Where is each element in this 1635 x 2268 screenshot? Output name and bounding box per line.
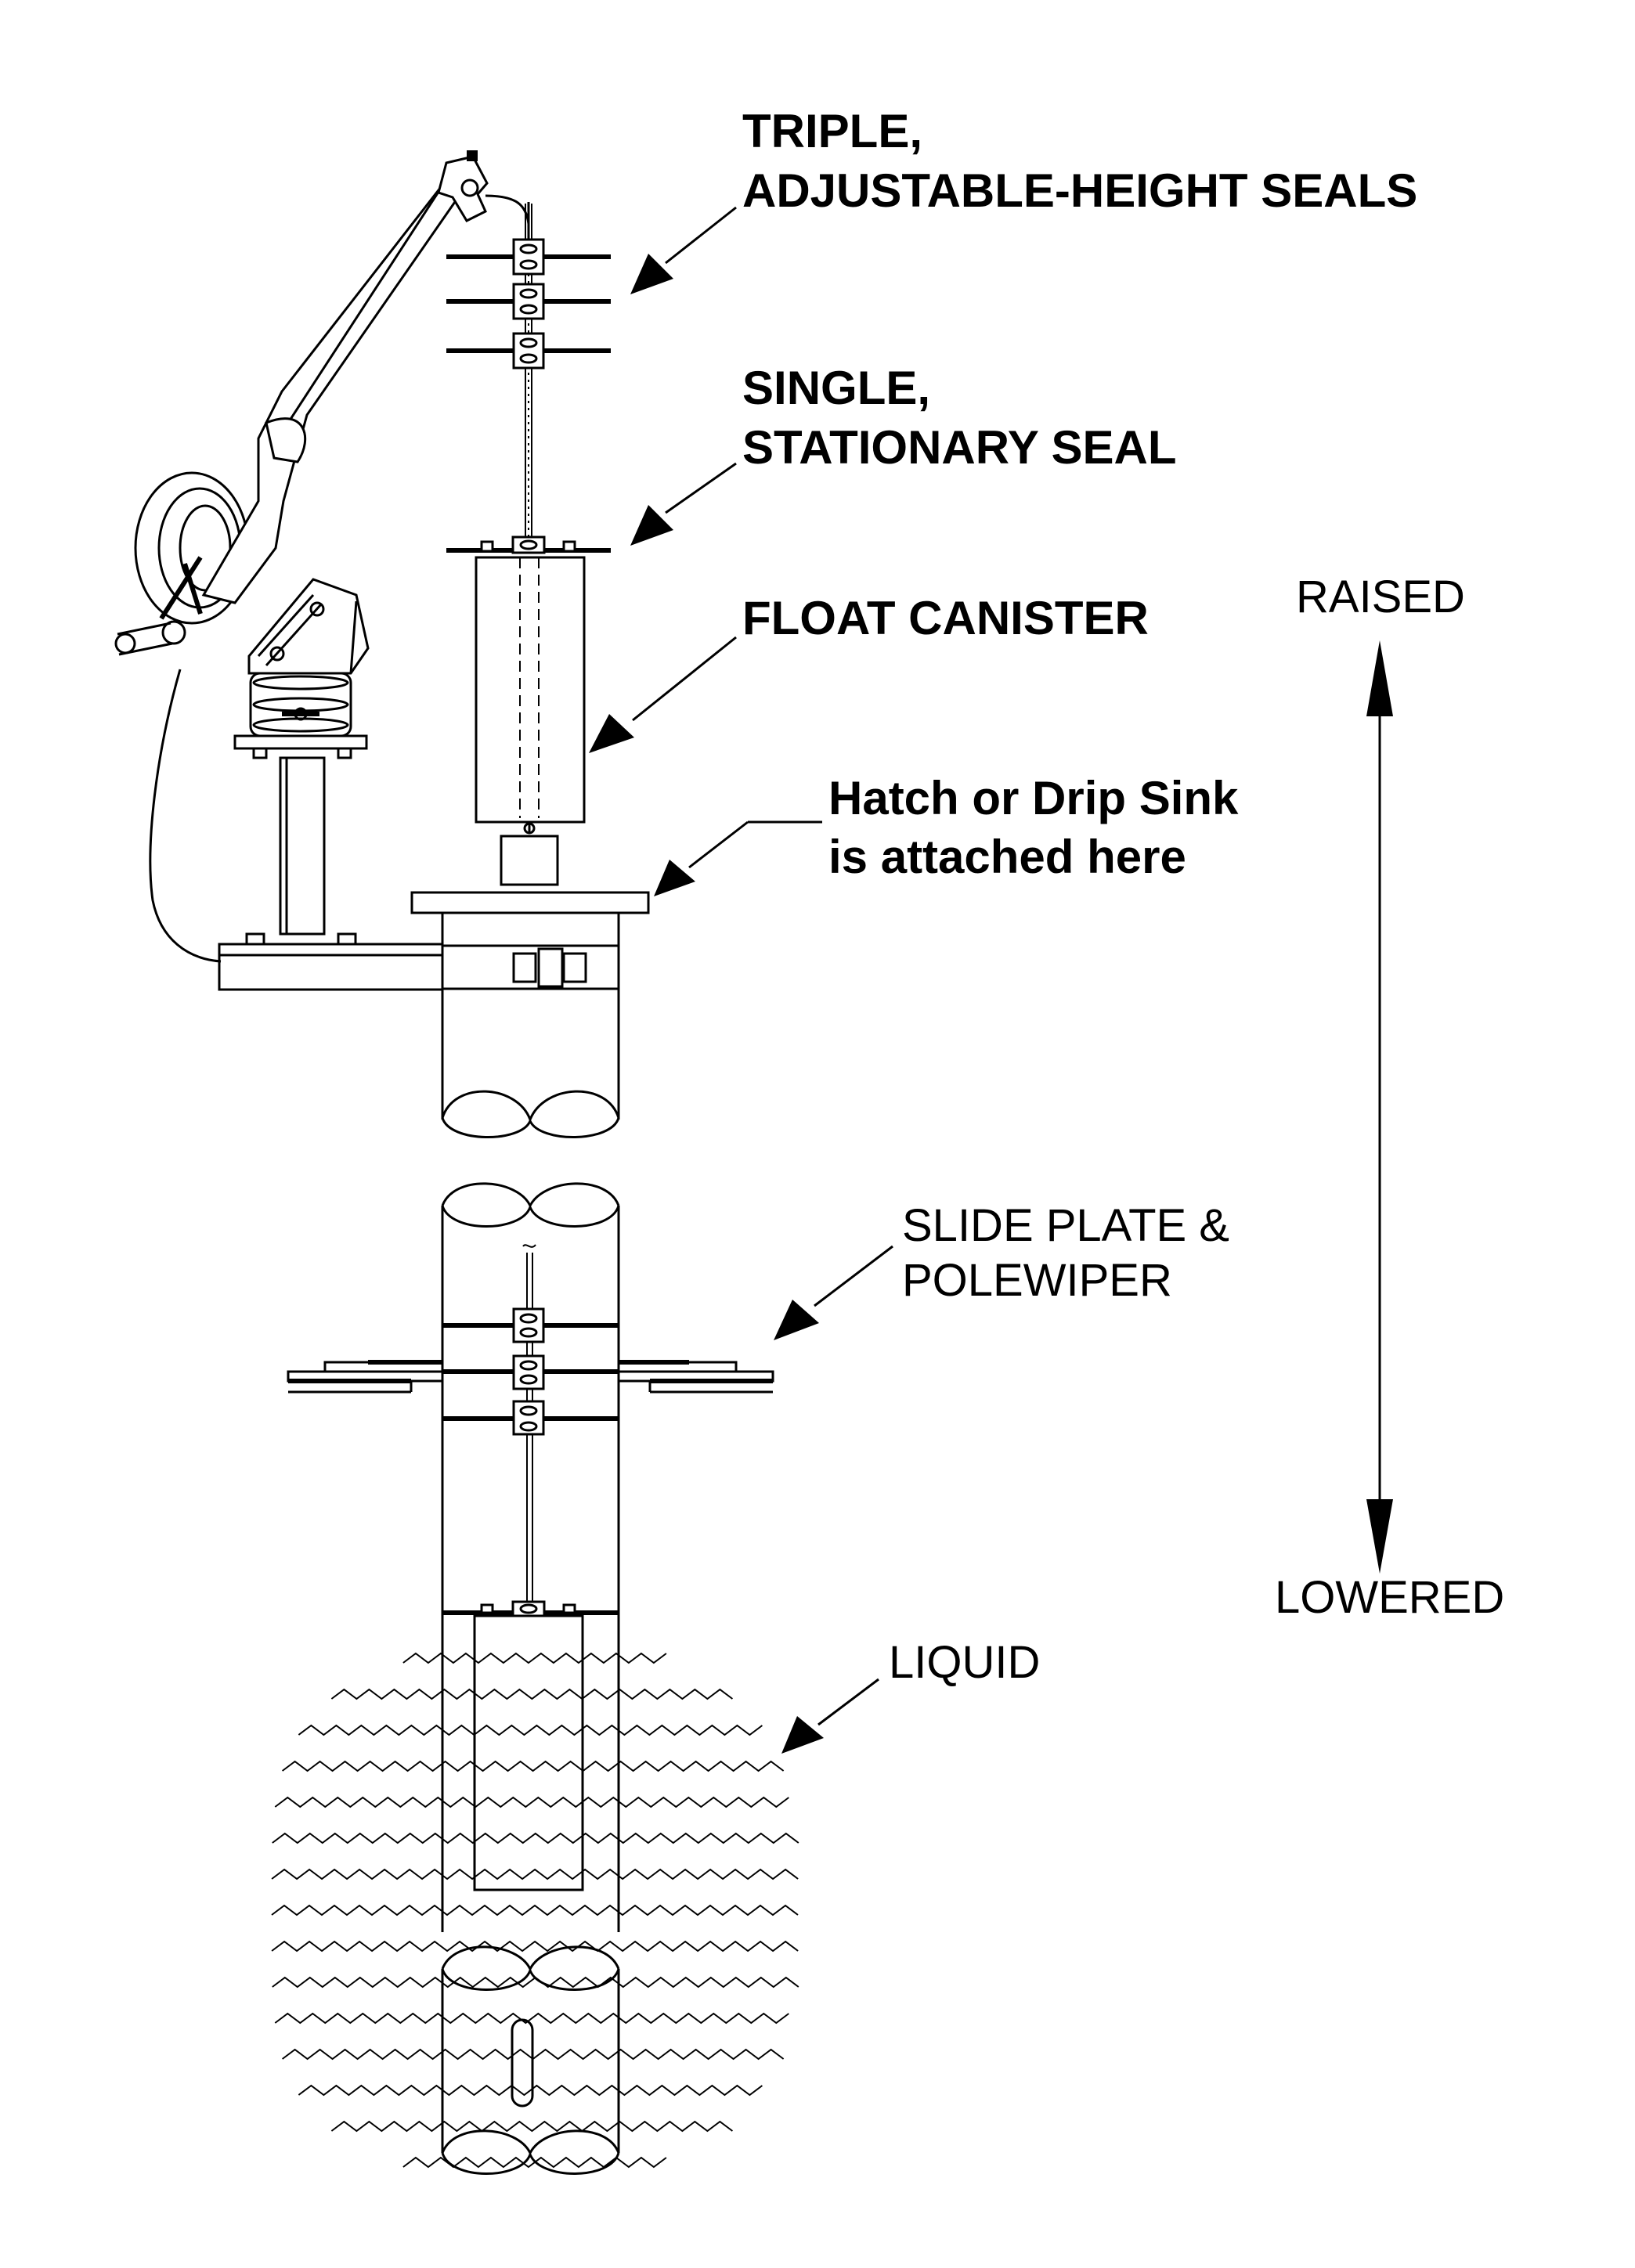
lowered-seal <box>442 1400 619 1436</box>
float-lowered <box>442 1600 619 1891</box>
label-raised: RAISED <box>1296 572 1465 622</box>
boom-arm <box>201 150 530 604</box>
svg-text:STATIONARY SEAL: STATIONARY SEAL <box>742 421 1176 474</box>
arrow-pointer-icon <box>589 636 737 753</box>
svg-text:is attached here: is attached here <box>828 831 1186 883</box>
triple-seal <box>446 332 611 370</box>
liquid-wave <box>271 1940 799 1952</box>
svg-text:ADJUSTABLE-HEIGHT SEALS: ADJUSTABLE-HEIGHT SEALS <box>742 164 1417 217</box>
arrow-pointer-icon <box>774 1245 893 1340</box>
svg-text:POLEWIPER: POLEWIPER <box>902 1255 1172 1306</box>
liquid-wave <box>272 1832 799 1844</box>
arrow-pointer-icon <box>630 462 737 546</box>
arrow-pointer-icon <box>781 1678 879 1754</box>
liquid-wave <box>282 1760 785 1772</box>
label-hatch: Hatch or Drip Sink is attached here <box>828 772 1239 883</box>
liquid-wave <box>402 2156 667 2169</box>
gauge-cable <box>149 669 222 963</box>
label-float-canister: FLOAT CANISTER <box>742 592 1149 644</box>
arrow-pointer-icon <box>654 820 822 896</box>
liquid-wave <box>271 1868 799 1880</box>
double-headed-arrow-icon <box>1366 640 1393 1574</box>
triple-seal <box>446 238 611 276</box>
liquid-wave <box>271 1904 799 1916</box>
triple-seal <box>446 283 611 320</box>
svg-text:TRIPLE,: TRIPLE, <box>742 105 922 157</box>
liquid-wave <box>402 1652 667 1664</box>
base-beam <box>218 932 444 991</box>
liquid-wave <box>272 1976 799 1989</box>
float-canister <box>475 556 586 886</box>
label-triple-seals: TRIPLE, ADJUSTABLE-HEIGHT SEALS <box>742 105 1417 217</box>
label-slide-plate: SLIDE PLATE & POLEWIPER <box>902 1200 1229 1306</box>
liquid-wave <box>330 2120 733 2133</box>
label-lowered: LOWERED <box>1275 1572 1504 1623</box>
stilling-well-upper <box>441 944 620 1138</box>
liquid-wave <box>298 1724 763 1736</box>
lowered-seal <box>442 1307 619 1343</box>
slide-plate-polewiper <box>287 1360 774 1394</box>
liquid-wave <box>274 1796 789 1808</box>
hatch-plate <box>410 891 650 946</box>
lowered-seal <box>442 1354 619 1390</box>
svg-text:SLIDE PLATE &: SLIDE PLATE & <box>902 1200 1229 1251</box>
label-single-seal: SINGLE, STATIONARY SEAL <box>742 362 1176 474</box>
stationary-seal <box>446 535 611 554</box>
label-liquid: LIQUID <box>889 1637 1040 1688</box>
winch-head <box>247 578 370 675</box>
arrow-pointer-icon <box>630 206 737 294</box>
winch-pedestal <box>233 672 368 936</box>
svg-text:SINGLE,: SINGLE, <box>742 362 930 414</box>
svg-text:Hatch or Drip Sink: Hatch or Drip Sink <box>828 772 1239 824</box>
liquid-pattern <box>271 1652 799 2169</box>
liquid-wave <box>274 2012 789 2025</box>
stilling-well-lower <box>441 1182 620 1932</box>
liquid-wave <box>282 2048 785 2061</box>
liquid-wave <box>330 1688 733 1700</box>
liquid-wave <box>298 2084 763 2097</box>
